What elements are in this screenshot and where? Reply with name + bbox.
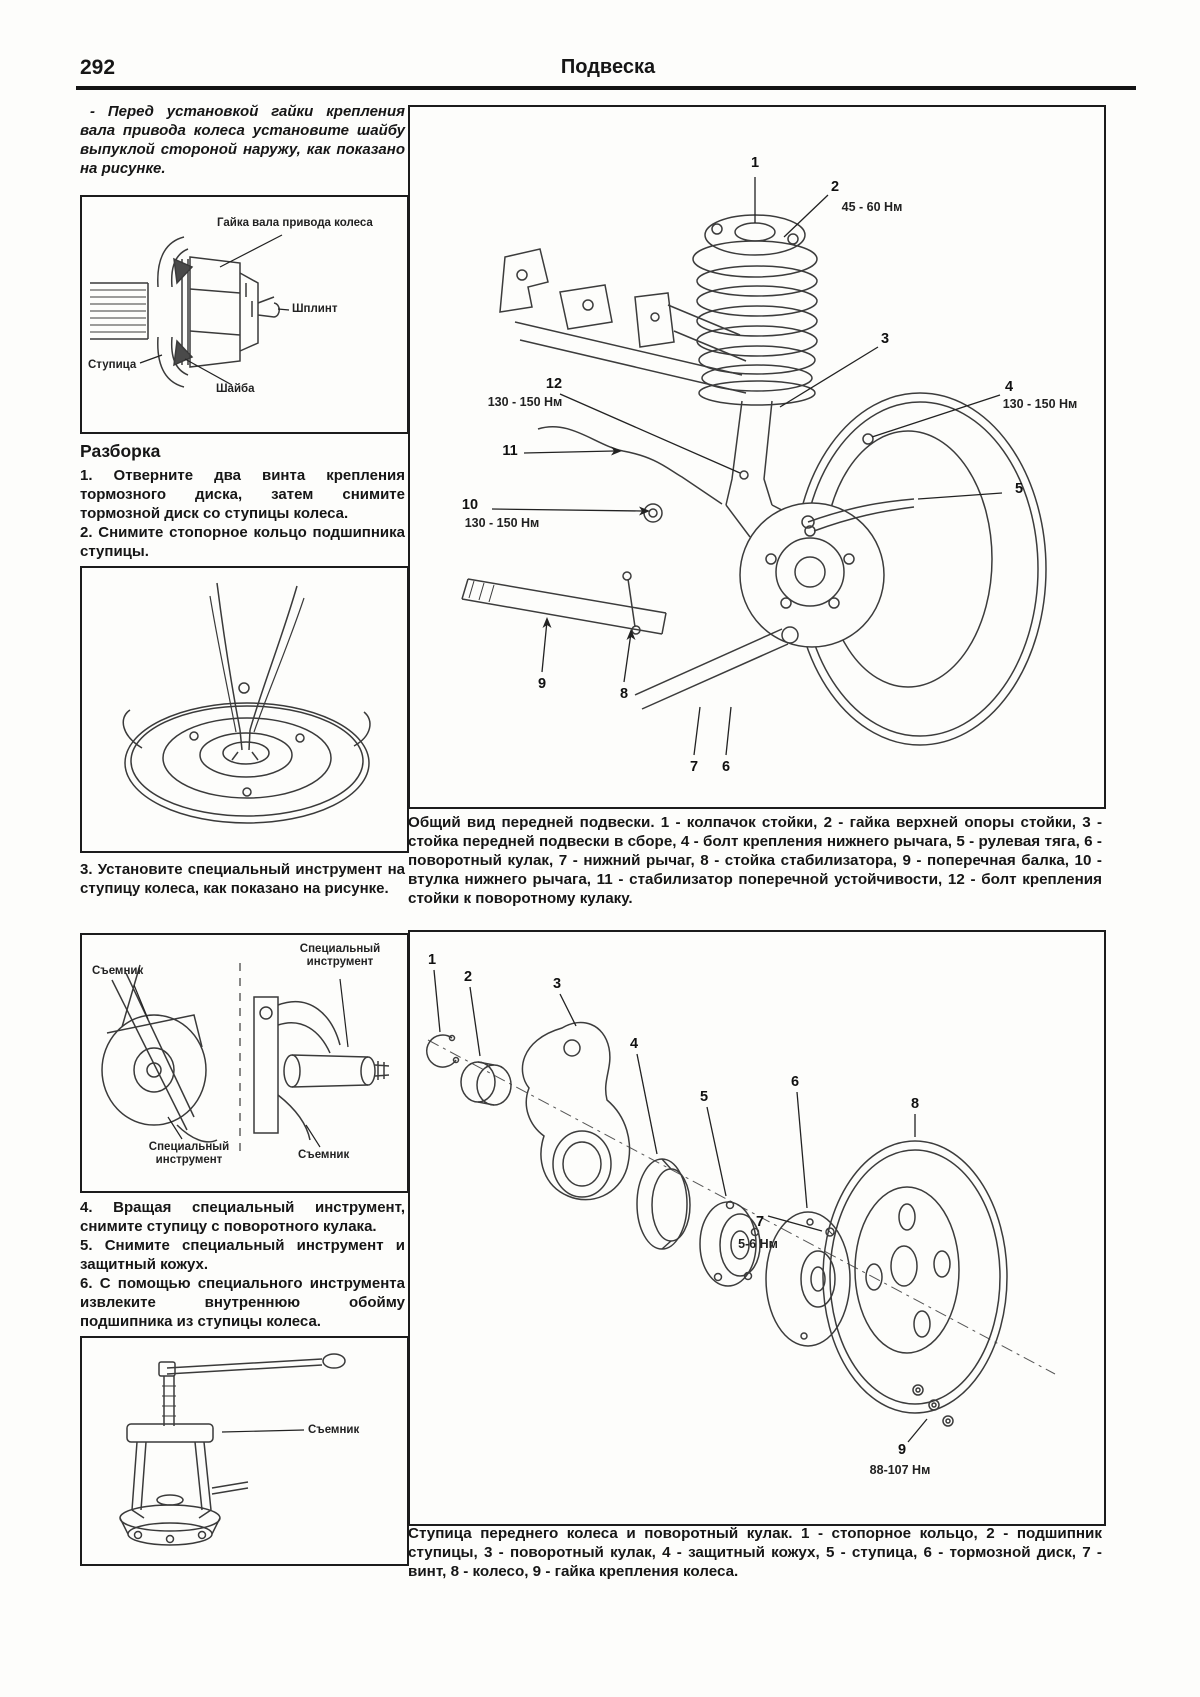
callout-10: 10: [461, 497, 479, 513]
label-washer: Шайба: [216, 383, 255, 395]
callout-3: 3: [552, 976, 562, 992]
label-hub: Ступица: [88, 359, 137, 371]
callout-2: 2: [463, 969, 473, 985]
label-special-tool-top: Специальный инструмент: [299, 943, 381, 968]
hub-leader-lines: [433, 969, 928, 1443]
callout-12: 12: [545, 376, 563, 392]
page-number: 292: [80, 56, 116, 79]
snapring-pliers-drawing: [122, 582, 371, 824]
pliers-hub-lineart: [122, 582, 371, 824]
suspension-lineart: [461, 214, 1047, 746]
suspension-caption: Общий вид передней подвески. 1 - колпачо…: [408, 814, 1102, 907]
figure-axle-nut: Гайка вала привода колеса Шплинт Ступица…: [80, 195, 409, 434]
callout-6: 6: [721, 759, 731, 775]
hub-lineart: [426, 1021, 1008, 1427]
axle-nut-lineart: [90, 236, 280, 388]
snap-ring: [426, 1034, 457, 1068]
callout-6: 6: [790, 1074, 800, 1090]
label-cotter-pin: Шплинт: [292, 303, 338, 315]
callout-1: 1: [750, 155, 760, 171]
figure-bearing-puller: Съемник: [80, 1336, 409, 1566]
stabilizer-link: [627, 578, 636, 628]
strut-tube: [725, 400, 743, 506]
torque-4: 130 - 150 Нм: [1002, 397, 1078, 411]
axle-nut-drawing: [90, 234, 290, 388]
hub-knuckle-drawing: [426, 969, 1056, 1443]
bearing-puller-leader: [221, 1429, 305, 1433]
subframe-bracket: [499, 248, 549, 313]
special-tools-leaders: [133, 978, 349, 1148]
lower-arm: [634, 628, 783, 696]
steering-knuckle: [521, 1021, 631, 1201]
bearing-puller-lineart: [119, 1353, 346, 1546]
arm-bushing: [643, 503, 663, 523]
callout-1: 1: [427, 952, 437, 968]
lug-nut: [912, 1384, 924, 1396]
callout-4: 4: [1004, 379, 1014, 395]
figure-front-suspension: 1 2 45 - 60 Нм 3 4 130 - 150 Нм 5 12 130…: [408, 105, 1106, 809]
label-puller-top: Съемник: [92, 965, 144, 977]
section-heading: Разборка: [80, 441, 161, 461]
stabilizer-bar: [537, 426, 723, 505]
crossmember: [467, 578, 667, 614]
note-paragraph: - Перед установкой гайки крепления вала …: [80, 103, 405, 177]
callout-11: 11: [502, 443, 518, 459]
bearing: [460, 1061, 496, 1103]
step-5: 5. Снимите специальный инструмент и защи…: [80, 1237, 405, 1273]
callout-8: 8: [619, 686, 629, 702]
callout-7: 7: [689, 759, 699, 775]
brake-disc: [765, 1211, 851, 1347]
step-6: 6. С помощью специального инструмента из…: [80, 1275, 405, 1330]
label-puller: Съемник: [308, 1424, 360, 1436]
label-special-tool-bottom: Специальный инструмент: [148, 1141, 230, 1166]
figure-hub-knuckle: 1 2 3 4 5 6 7 5-6 Нм 8 9 88-107 Нм: [408, 930, 1106, 1526]
figure-snapring-pliers: [80, 566, 409, 853]
suspension-arrowheads: [542, 446, 650, 640]
special-tools-lineart: [101, 963, 390, 1153]
torque-12: 130 - 150 Нм: [487, 395, 563, 409]
torque-9: 88-107 Нм: [869, 1463, 931, 1477]
bearing-puller-drawing: [119, 1353, 346, 1546]
special-tools-drawing: [101, 963, 390, 1153]
callout-9: 9: [537, 676, 547, 692]
torque-2: 45 - 60 Нм: [841, 200, 903, 214]
callout-5: 5: [1014, 481, 1024, 497]
callout-5: 5: [699, 1089, 709, 1105]
callout-4: 4: [629, 1036, 639, 1052]
label-axle-nut: Гайка вала привода колеса: [217, 217, 373, 229]
step-4: 4. Вращая специальный инструмент, снимит…: [80, 1199, 405, 1235]
callout-8: 8: [910, 1096, 920, 1112]
step-3: 3. Установите специальный инструмент на …: [80, 861, 405, 897]
header-rule: [76, 86, 1136, 90]
callout-9: 9: [897, 1442, 907, 1458]
wheel-tire: [822, 1140, 1008, 1414]
brake-rotor: [739, 502, 885, 648]
axle-nut-leaders: [139, 234, 290, 386]
suspension-leader-lines: [491, 177, 1003, 756]
page-title: Подвеска: [560, 56, 656, 78]
disc-screw: [825, 1227, 835, 1237]
figure-special-tools: Съемник Специальный инструмент Специальн…: [80, 933, 409, 1193]
callout-7: 7: [755, 1214, 765, 1230]
front-suspension-drawing: [461, 177, 1047, 756]
coil-spring: [696, 265, 818, 406]
step-2: 2. Снимите стопорное кольцо подшипника с…: [80, 524, 405, 560]
torque-10: 130 - 150 Нм: [464, 516, 540, 530]
callout-2: 2: [830, 179, 840, 195]
label-puller-bottom: Съемник: [298, 1149, 350, 1161]
hub-caption: Ступица переднего колеса и поворотный ку…: [408, 1525, 1102, 1580]
step-1: 1. Отверните два винта крепления тормозн…: [80, 467, 405, 522]
callout-3: 3: [880, 331, 890, 347]
tie-rod: [807, 498, 915, 523]
torque-7: 5-6 Нм: [738, 1237, 778, 1251]
